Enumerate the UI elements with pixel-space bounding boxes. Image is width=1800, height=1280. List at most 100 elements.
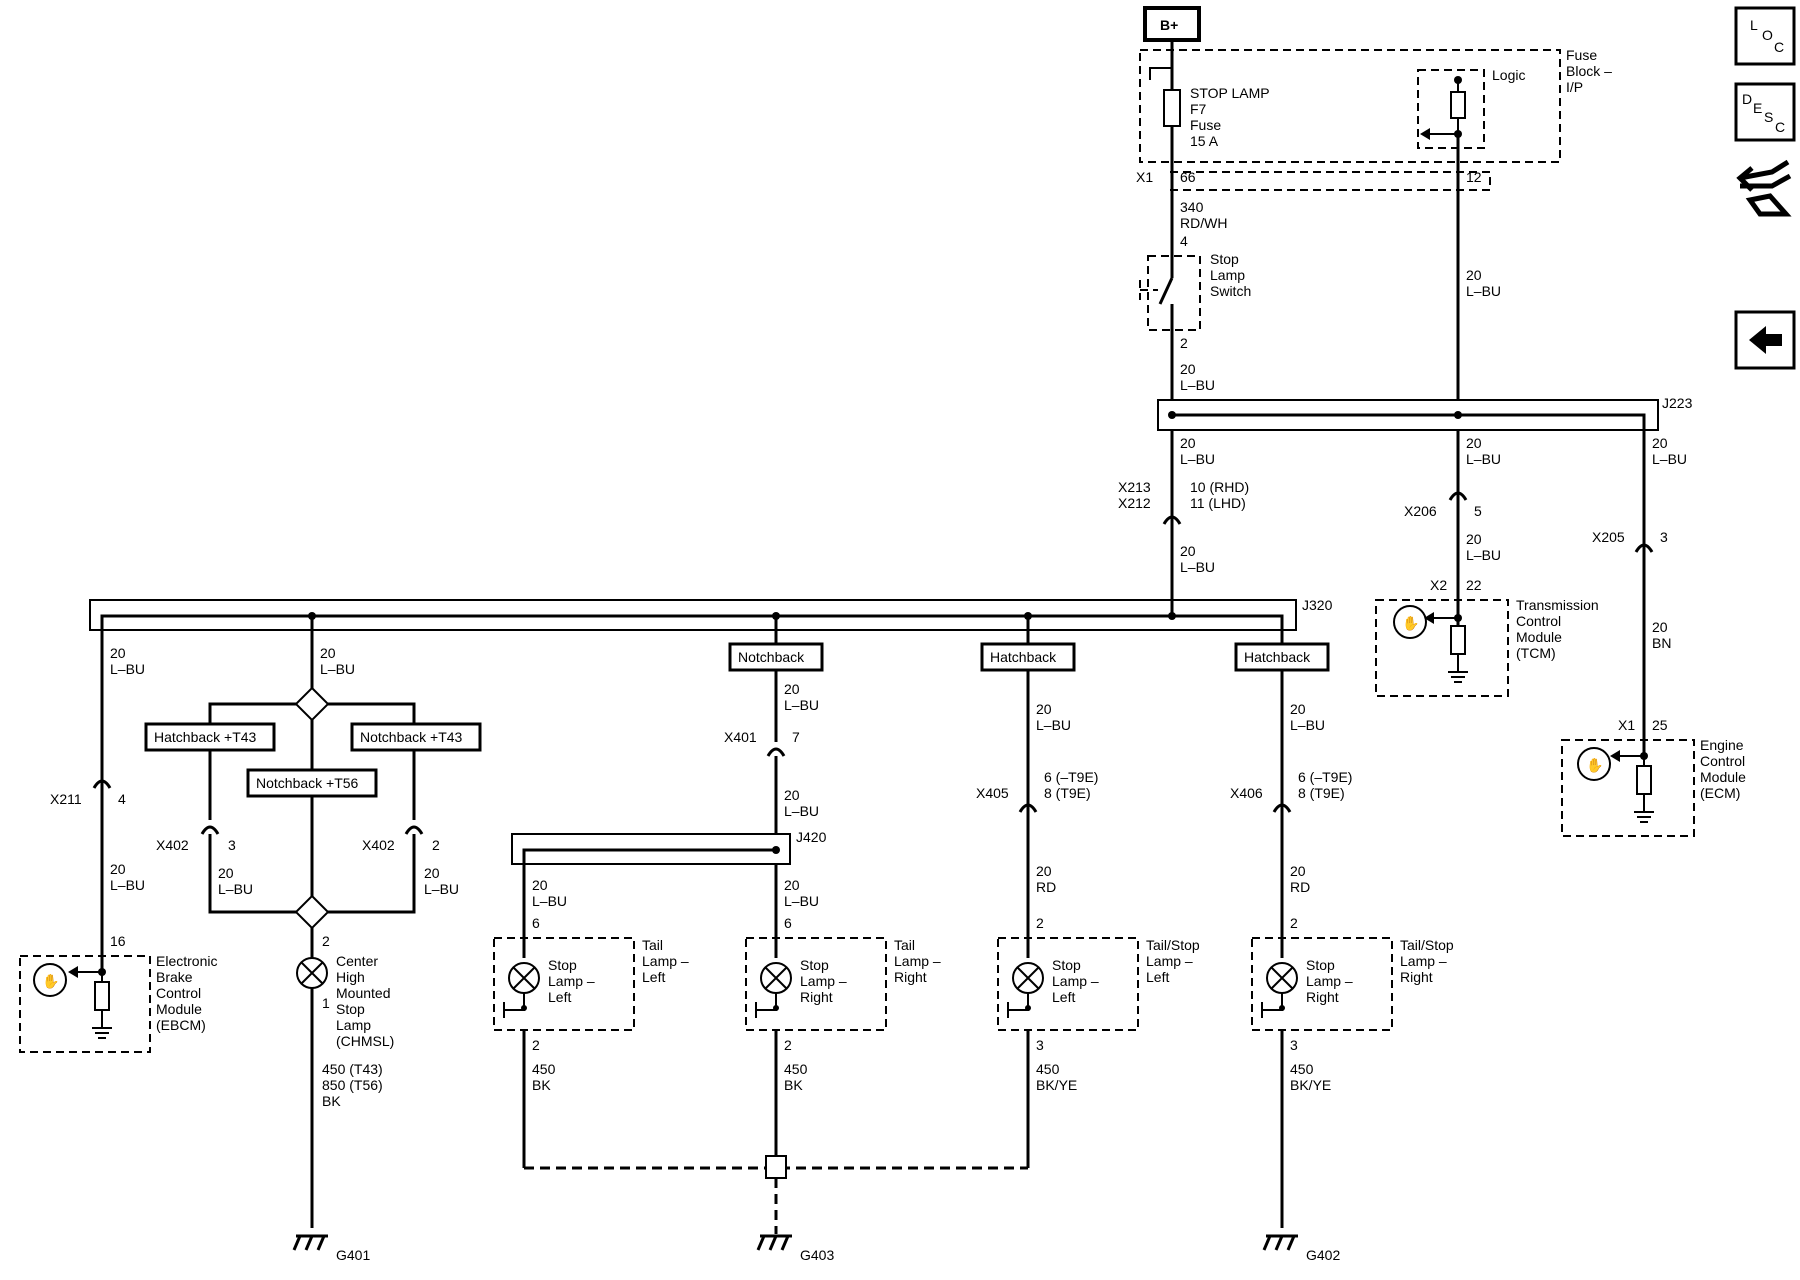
x206-pin: 5 bbox=[1474, 503, 1482, 519]
wire-ecm-upper-gauge: 20 bbox=[1652, 435, 1668, 451]
stop-lamp-switch bbox=[1147, 255, 1201, 331]
wire-j420-right-color: L–BU bbox=[784, 893, 819, 909]
description-button[interactable]: D E S C bbox=[1734, 82, 1796, 142]
service-tools-icon[interactable] bbox=[1736, 159, 1792, 217]
fuse-block-title-3: I/P bbox=[1566, 79, 1583, 95]
connector-x406: X406 bbox=[1230, 785, 1263, 801]
wire-x406-lower-color: RD bbox=[1290, 879, 1310, 895]
lamp2-inner-3: Left bbox=[1052, 989, 1075, 1005]
desc-letter-c: C bbox=[1775, 119, 1785, 135]
lamp3-inner-3: Right bbox=[1306, 989, 1339, 1005]
tcm-label-3: Module bbox=[1516, 629, 1562, 645]
stop-lamp-right-notchback: 6 Stop Lamp – Right Tail Lamp – Right 2 … bbox=[745, 915, 941, 1093]
back-button[interactable] bbox=[1734, 310, 1796, 370]
x402-left-pin: 3 bbox=[228, 837, 236, 853]
tail-stop-lamp-left-hatchback: 2 Stop Lamp – Left Tail/Stop Lamp – Left… bbox=[997, 915, 1200, 1093]
connector-x211: X211 bbox=[50, 791, 82, 807]
splice-j223-label: J223 bbox=[1662, 395, 1693, 411]
connector-x402-left: X402 bbox=[156, 837, 189, 853]
wire-ecm-lower-gauge: 20 bbox=[1652, 619, 1668, 635]
lamp0-pin-bottom: 2 bbox=[532, 1037, 540, 1053]
lamp0-inner-1: Stop bbox=[548, 957, 577, 973]
wire-x405-upper-gauge: 20 bbox=[1036, 701, 1052, 717]
connector-x213: X213 bbox=[1118, 479, 1151, 495]
fuse-label-2: F7 bbox=[1190, 101, 1207, 117]
logic-circuit bbox=[1417, 69, 1485, 149]
transmission-control-module bbox=[1375, 599, 1509, 697]
lamp0-inner-2: Lamp – bbox=[548, 973, 595, 989]
wire-logic-color: L–BU bbox=[1466, 283, 1501, 299]
wire-j420-left-gauge: 20 bbox=[532, 877, 548, 893]
ecm-pin: 25 bbox=[1652, 717, 1668, 733]
ecm-label-3: Module bbox=[1700, 769, 1746, 785]
inline-connector-x211 bbox=[92, 779, 112, 789]
inline-connector-x402-right bbox=[404, 825, 424, 835]
x211-pin: 4 bbox=[118, 791, 126, 807]
x406-pin-1: 6 (–T9E) bbox=[1298, 769, 1352, 785]
svg-text:✋: ✋ bbox=[42, 973, 59, 989]
option-hatchback-right: Hatchback bbox=[1244, 649, 1311, 665]
desc-letter-s: S bbox=[1764, 109, 1773, 125]
wire-x405-upper-color: L–BU bbox=[1036, 717, 1071, 733]
lamp2-outer-3: Left bbox=[1146, 969, 1169, 985]
wire-tcm-lower-gauge: 20 bbox=[1466, 531, 1482, 547]
ebcm-label-2: Brake bbox=[156, 969, 193, 985]
ground-g401-label: G401 bbox=[336, 1247, 370, 1263]
tail-stop-lamp-right-hatchback: 2 Stop Lamp – Right Tail/Stop Lamp – Rig… bbox=[1251, 915, 1454, 1093]
ecm-ground-symbol bbox=[1634, 756, 1654, 823]
wire-switch-out-color: L–BU bbox=[1180, 377, 1215, 393]
wire-x406-upper-color: L–BU bbox=[1290, 717, 1325, 733]
wire-ecm-lower-color: BN bbox=[1652, 635, 1671, 651]
svg-text:✋: ✋ bbox=[1402, 615, 1419, 631]
lamp3-outer-2: Lamp – bbox=[1400, 953, 1447, 969]
wire-chmsl-upper-color: L–BU bbox=[320, 661, 355, 677]
fuse-block-ip bbox=[1139, 49, 1561, 163]
splice-j320-label: J320 bbox=[1302, 597, 1333, 613]
locator-button[interactable]: L O C bbox=[1734, 6, 1796, 66]
fuse-label-4: 15 A bbox=[1190, 133, 1219, 149]
lamp3-inner-1: Stop bbox=[1306, 957, 1335, 973]
lamp0-outer-2: Lamp – bbox=[642, 953, 689, 969]
option-box-notchback-t56 bbox=[246, 768, 378, 798]
lamp3-pin-top: 2 bbox=[1290, 915, 1298, 931]
lamp1-wire-2: BK bbox=[784, 1077, 803, 1093]
tcm-pin: 22 bbox=[1466, 577, 1482, 593]
lamp3-wire-1: 450 bbox=[1290, 1061, 1314, 1077]
lamp3-outer-3: Right bbox=[1400, 969, 1433, 985]
wire-tcm-lower-color: L–BU bbox=[1466, 547, 1501, 563]
lamp0-wire-1: 450 bbox=[532, 1061, 556, 1077]
loc-letter-l: L bbox=[1750, 17, 1758, 33]
wire-switch-out-gauge: 20 bbox=[1180, 361, 1196, 377]
lamp3-wire-2: BK/YE bbox=[1290, 1077, 1331, 1093]
lamp1-outer-2: Lamp – bbox=[894, 953, 941, 969]
lamp3-inner-2: Lamp – bbox=[1306, 973, 1353, 989]
lamp1-inner-1: Stop bbox=[800, 957, 829, 973]
lamp2-inner-2: Lamp – bbox=[1052, 973, 1099, 989]
x212-pin-lhd: 11 (LHD) bbox=[1190, 495, 1246, 511]
fuse-block-title-1: Fuse bbox=[1566, 47, 1597, 63]
chmsl-label-1: Center bbox=[336, 953, 378, 969]
x401-pin: 7 bbox=[792, 729, 800, 745]
lamp1-outer-1: Tail bbox=[894, 937, 915, 953]
battery-positive-label: B+ bbox=[1160, 17, 1178, 33]
wire-ecm-upper-color: L–BU bbox=[1652, 451, 1687, 467]
fuse-block-title-2: Block – bbox=[1566, 63, 1612, 79]
lamp0-outer-1: Tail bbox=[642, 937, 663, 953]
wire-ebcm-upper-color: L–BU bbox=[110, 661, 145, 677]
wire-340-gauge: 340 bbox=[1180, 199, 1204, 215]
x405-pin-2: 8 (T9E) bbox=[1044, 785, 1091, 801]
connector-x212: X212 bbox=[1118, 495, 1151, 511]
pin-12: 12 bbox=[1466, 169, 1482, 185]
option-hatchback-t43: Hatchback +T43 bbox=[154, 729, 257, 745]
chmsl-label-5: Lamp bbox=[336, 1017, 371, 1033]
option-hatchback-left: Hatchback bbox=[990, 649, 1057, 665]
option-box-notchback-t43 bbox=[350, 722, 482, 752]
wire-x401-lower-color: L–BU bbox=[784, 803, 819, 819]
wire-ebcm-lower-gauge: 20 bbox=[110, 861, 126, 877]
chmsl-wire-1: 450 (T43) bbox=[322, 1061, 383, 1077]
switch-pin-4: 4 bbox=[1180, 233, 1188, 249]
lamp2-pin-bottom: 3 bbox=[1036, 1037, 1044, 1053]
lamp1-inner-3: Right bbox=[800, 989, 833, 1005]
stop-lamp-fuse-f7 bbox=[1163, 89, 1181, 127]
